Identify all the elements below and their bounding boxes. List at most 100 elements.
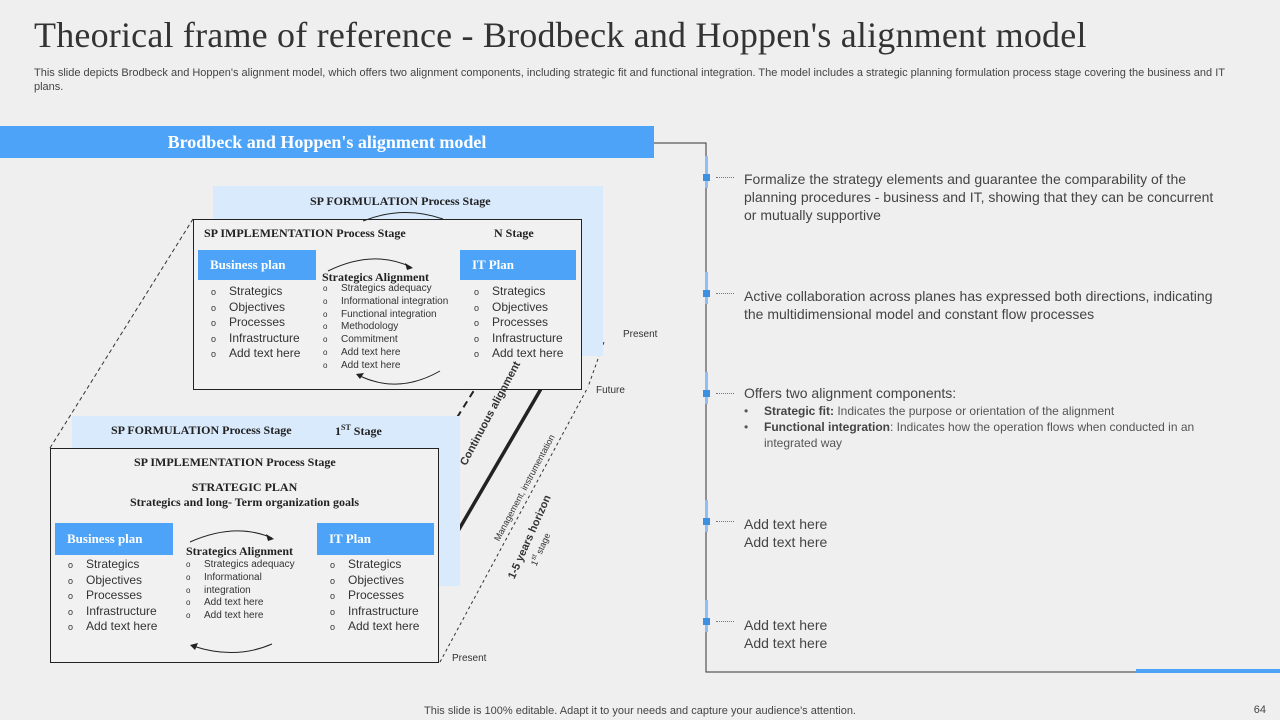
point-3-heading: Offers two alignment components:	[744, 385, 957, 401]
point-4-line-1: Add text here	[744, 516, 828, 532]
list-item: Methodology	[323, 321, 448, 334]
bottom-stage-label: 1ST Stage	[335, 423, 382, 439]
top-stage-label: N Stage	[494, 226, 534, 240]
list-item: integration	[186, 585, 295, 598]
bottom-it-plan-box: IT Plan	[317, 523, 434, 555]
timeline-tick	[705, 156, 708, 188]
arc-upper	[327, 258, 412, 272]
strategic-plan-sub: Strategics and long- Term organization g…	[129, 495, 359, 509]
list-item: Add text here	[68, 619, 157, 635]
present-bottom-label: Present	[452, 653, 487, 664]
bullet-bold: Functional integration	[764, 420, 890, 434]
list-item: Infrastructure	[474, 331, 563, 347]
list-item: Processes	[68, 588, 157, 604]
bottom-business-plan-box: Business plan	[55, 523, 173, 555]
timeline-marker	[703, 390, 710, 397]
model-banner: Brodbeck and Hoppen's alignment model	[0, 126, 654, 158]
perspective-line-left	[49, 218, 194, 449]
list-item: Add text here	[186, 610, 295, 623]
point-5-line-2: Add text here	[744, 635, 828, 651]
arc-lower	[357, 370, 441, 385]
bottom-business-list: Strategics Objectives Processes Infrastr…	[68, 557, 157, 635]
future-label: Future	[596, 385, 625, 396]
future-line	[439, 386, 589, 663]
stage-sup: ST	[341, 423, 351, 432]
bottom-it-list: Strategics Objectives Processes Infrastr…	[330, 557, 419, 635]
point-connector	[716, 521, 734, 522]
list-item: Strategics adequacy	[186, 559, 295, 572]
point-4: Add text here Add text here	[744, 515, 827, 551]
model-banner-label: Brodbeck and Hoppen's alignment model	[167, 132, 487, 152]
point-5-line-1: Add text here	[744, 617, 828, 633]
list-item: Commitment	[323, 334, 448, 347]
timeline-marker	[703, 174, 710, 181]
bottom-implementation-label: SP IMPLEMENTATION Process Stage	[134, 455, 336, 469]
timeline-line	[654, 142, 1136, 673]
list-item: Informational integration	[323, 296, 448, 309]
top-alignment-list: Strategics adequacy Informational integr…	[323, 283, 448, 373]
page-number: 64	[1253, 704, 1266, 716]
timeline-tick	[705, 500, 708, 532]
list-item: Add text here	[330, 619, 419, 635]
point-1: Formalize the strategy elements and guar…	[744, 171, 1214, 223]
list-item: Functional integration	[323, 309, 448, 322]
list-item: Infrastructure	[68, 604, 157, 620]
bullet-bold: Strategic fit:	[764, 404, 835, 418]
top-stage-arcs	[327, 212, 444, 385]
list-item: Strategics	[474, 284, 563, 300]
bottom-stage-arcs	[189, 530, 274, 653]
list-item: Processes	[330, 588, 419, 604]
list-item: Strategics	[68, 557, 157, 573]
list-item: Processes	[474, 315, 563, 331]
point-connector	[716, 621, 734, 622]
top-business-list: Strategics Objectives Processes Infrastr…	[211, 284, 300, 362]
list-item: Objectives	[330, 573, 419, 589]
strategic-plan-label: STRATEGIC PLAN	[191, 480, 298, 494]
arc-lower	[192, 643, 273, 653]
arc-head	[356, 373, 364, 379]
stage-number: 1	[335, 424, 341, 438]
list-item: Infrastructure	[330, 604, 419, 620]
top-formulation-label: SP FORMULATION Process Stage	[310, 194, 491, 208]
point-5: Add text here Add text here	[744, 616, 827, 652]
timeline-tick	[705, 272, 708, 304]
list-item: Add text here	[323, 360, 448, 373]
bottom-alignment-list: Strategics adequacy Informational integr…	[186, 559, 295, 623]
top-implementation-label: SP IMPLEMENTATION Process Stage	[204, 226, 406, 240]
timeline-marker	[703, 618, 710, 625]
list-item: Add text here	[474, 346, 563, 362]
timeline-marker	[703, 290, 710, 297]
list-item: Infrastructure	[211, 331, 300, 347]
footer-note: This slide is 100% editable. Adapt it to…	[424, 705, 856, 717]
list-item: Strategics adequacy	[323, 283, 448, 296]
point-4-line-2: Add text here	[744, 534, 828, 550]
arc-head	[405, 263, 413, 270]
bullet-rest: : Indicates how the operation flows when…	[764, 420, 1195, 450]
list-item: Strategics	[330, 557, 419, 573]
arc-head	[190, 643, 198, 650]
point-2: Active collaboration across planes has e…	[744, 288, 1213, 322]
arc-top	[362, 212, 444, 222]
list-item: Add text here	[211, 346, 300, 362]
top-it-plan-box: IT Plan	[460, 250, 576, 280]
top-it-list: Strategics Objectives Processes Infrastr…	[474, 284, 563, 362]
page-title: Theorical frame of reference - Brodbeck …	[34, 15, 1087, 55]
point-connector	[716, 177, 734, 178]
timeline-marker	[703, 518, 710, 525]
list-item: Objectives	[211, 300, 300, 316]
accent-bar	[1136, 669, 1280, 673]
point-3-bullet-1: •Strategic fit: Indicates the purpose or…	[744, 404, 1115, 418]
present-top-label: Present	[623, 329, 658, 340]
timeline-tick	[705, 600, 708, 632]
list-item: Objectives	[68, 573, 157, 589]
list-item: Objectives	[474, 300, 563, 316]
point-3-bullet-2: •Functional integration: Indicates how t…	[744, 420, 1195, 450]
bottom-formulation-label: SP FORMULATION Process Stage	[111, 423, 292, 437]
timeline-tick	[705, 372, 708, 404]
point-connector	[716, 393, 734, 394]
top-business-plan-box: Business plan	[198, 250, 316, 280]
bullet-rest: Indicates the purpose or orientation of …	[834, 404, 1115, 418]
bottom-alignment-label: Strategics Alignment	[186, 544, 293, 558]
list-item: Strategics	[211, 284, 300, 300]
top-alignment-label: Strategics Alignment	[322, 270, 429, 284]
